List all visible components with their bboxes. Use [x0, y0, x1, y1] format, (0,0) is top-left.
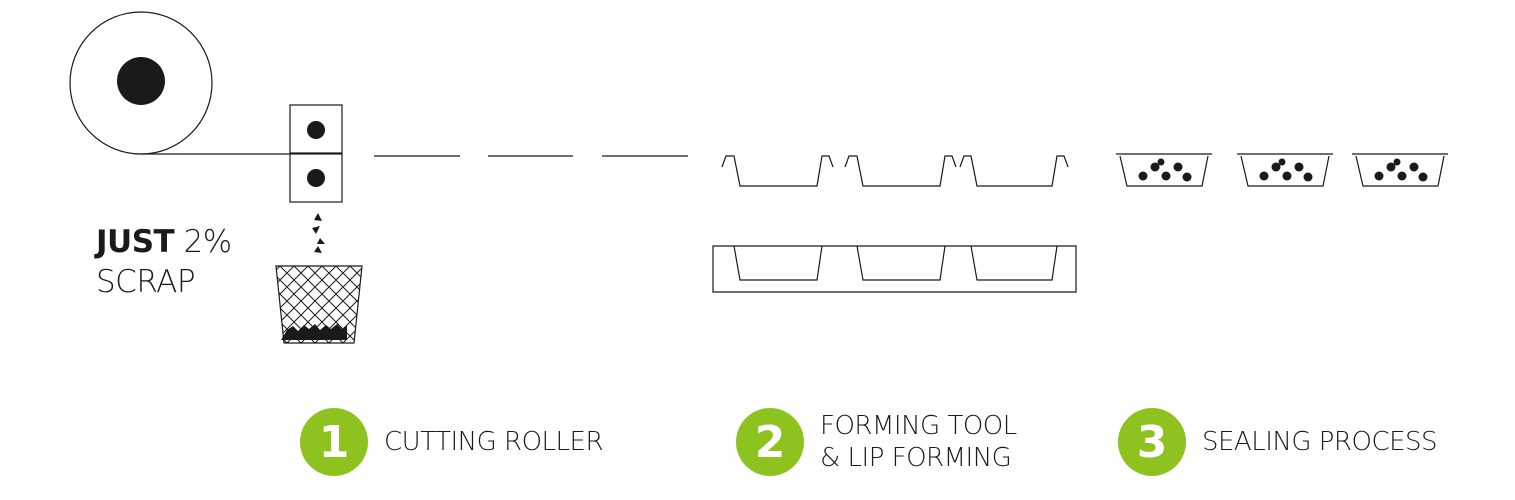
- forming-tool-icon: [712, 245, 1077, 293]
- step-2-label-line-2: & LIP FORMING: [820, 443, 1012, 473]
- step-1: 1 CUTTING ROLLER: [300, 408, 604, 476]
- step-3: 3 SEALING PROCESS: [1118, 408, 1438, 476]
- step-1-label-line-1: CUTTING ROLLER: [384, 427, 604, 457]
- step-3-label-line-1: SEALING PROCESS: [1202, 427, 1438, 457]
- step-2-label-line-1: FORMING TOOL: [820, 411, 1017, 441]
- step-2: 2 FORMING TOOL & LIP FORMING: [736, 408, 1017, 476]
- scrap-callout: JUST 2% SCRAP: [96, 222, 232, 302]
- film-roll-icon: [69, 11, 290, 155]
- scrap-word: SCRAP: [96, 264, 196, 300]
- forming-tray-icon: [721, 155, 1069, 187]
- scrap-strong: JUST: [96, 224, 175, 260]
- step-3-badge: 3: [1118, 408, 1186, 476]
- step-2-badge: 2: [736, 408, 804, 476]
- cutting-roller-icon: [289, 104, 343, 203]
- scrap-pieces-icon: [312, 213, 325, 253]
- scrap-amount: 2%: [183, 224, 233, 260]
- step-2-label: FORMING TOOL & LIP FORMING: [820, 410, 1017, 474]
- sealed-tray-icon: [1116, 153, 1448, 187]
- step-1-badge: 1: [300, 408, 368, 476]
- scrap-basket-icon: [275, 265, 363, 344]
- step-1-label: CUTTING ROLLER: [384, 426, 604, 458]
- step-3-label: SEALING PROCESS: [1202, 426, 1438, 458]
